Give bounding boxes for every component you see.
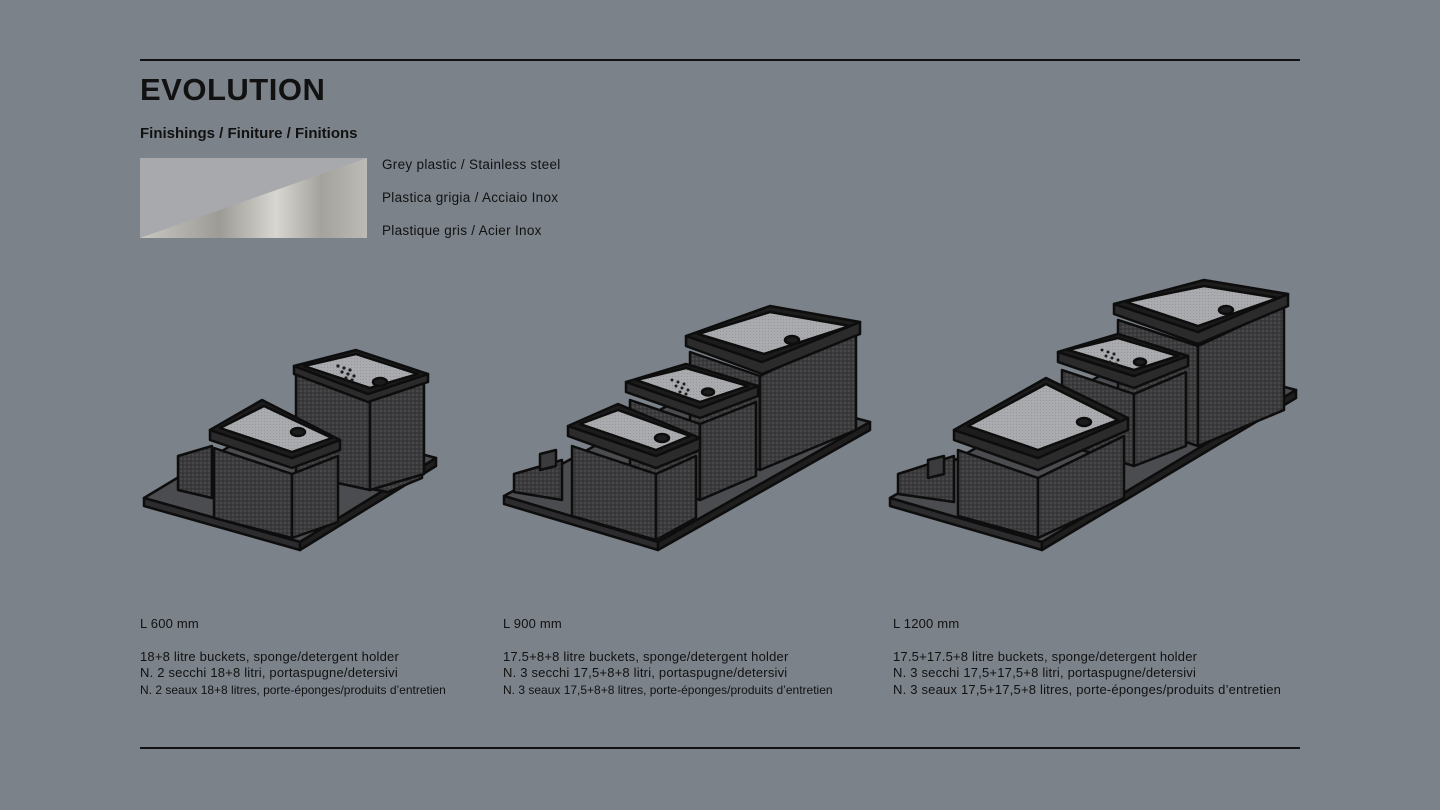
spec-french: N. 2 seaux 18+8 litres, porte-éponges/pr… bbox=[140, 682, 446, 697]
top-rule bbox=[140, 59, 1300, 61]
spec-english: 18+8 litre buckets, sponge/detergent hol… bbox=[140, 648, 400, 664]
spec-italian: N. 2 secchi 18+8 litri, portaspugne/dete… bbox=[140, 665, 398, 680]
finish-line: Plastique gris / Acier Inox bbox=[382, 223, 542, 238]
bucket-unit-1200 bbox=[888, 278, 1298, 552]
finishings-heading: Finishings / Finiture / Finitions bbox=[140, 125, 358, 142]
finishings-list: Grey plastic / Stainless steel Plastica … bbox=[382, 156, 561, 255]
spec-italian: N. 3 secchi 17,5+17,5+8 litri, portaspug… bbox=[893, 665, 1197, 680]
bucket-unit-900 bbox=[502, 304, 872, 552]
spec-french: N. 3 seaux 17,5+17,5+8 litres, porte-épo… bbox=[893, 681, 1282, 697]
product-length: L 1200 mm bbox=[893, 616, 960, 631]
spec-english: 17.5+17.5+8 litre buckets, sponge/deterg… bbox=[893, 648, 1198, 664]
finish-line: Plastica grigia / Acciaio Inox bbox=[382, 190, 559, 205]
bottom-rule bbox=[140, 747, 1300, 749]
spec-french: N. 3 seaux 17,5+8+8 litres, porte-éponge… bbox=[503, 682, 833, 697]
product-specs-1200: L 1200 mm 17.5+17.5+8 litre buckets, spo… bbox=[893, 616, 1281, 698]
product-specs-600: L 600 mm 18+8 litre buckets, sponge/dete… bbox=[140, 616, 446, 698]
product-length: L 600 mm bbox=[140, 616, 199, 631]
spec-italian: N. 3 secchi 17,5+8+8 litri, portaspugne/… bbox=[503, 665, 788, 680]
product-length: L 900 mm bbox=[503, 616, 562, 631]
page-title: EVOLUTION bbox=[140, 72, 326, 107]
spec-english: 17.5+8+8 litre buckets, sponge/detergent… bbox=[503, 648, 789, 664]
finish-line: Grey plastic / Stainless steel bbox=[382, 157, 561, 172]
product-specs-900: L 900 mm 17.5+8+8 litre buckets, sponge/… bbox=[503, 616, 833, 698]
finish-swatch bbox=[140, 158, 367, 238]
bucket-unit-600 bbox=[142, 348, 438, 552]
